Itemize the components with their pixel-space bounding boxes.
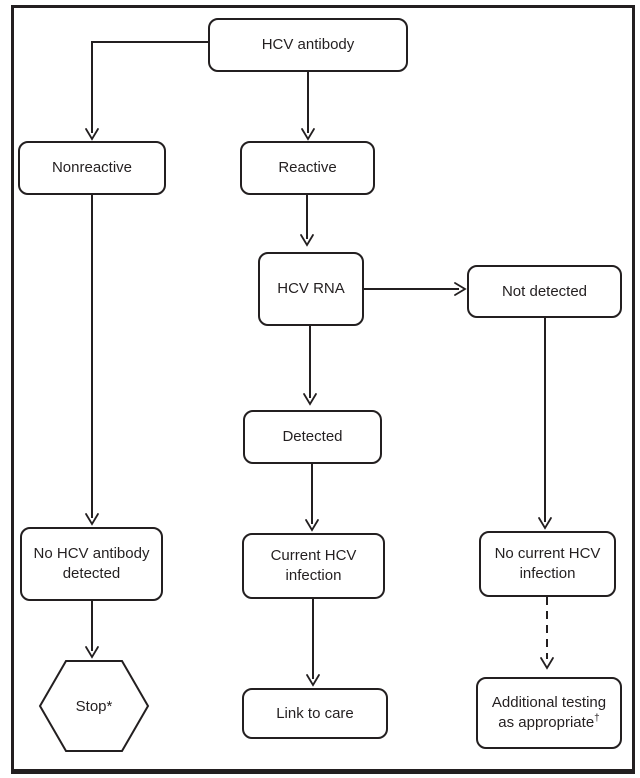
node-not-detected: Not detected (467, 265, 622, 318)
node-link-to-care: Link to care (242, 688, 388, 739)
node-hcv-antibody: HCV antibody (208, 18, 408, 72)
arrowhead-antibody-to-nonreactive (85, 128, 99, 141)
node-no-hcv-antibody-line1: No HCV antibody (33, 545, 150, 562)
arrowhead-rna-to-detected (303, 393, 317, 406)
node-detected: Detected (243, 410, 382, 464)
node-hcv-rna: HCV RNA (258, 252, 364, 326)
node-no-current-hcv-infection-label: No current HCV infection (495, 544, 601, 584)
arrow-antibody-to-nonreactive (91, 41, 208, 133)
arrowhead-reactive-to-rna (300, 234, 314, 247)
arrowhead-notdetected-to-nocurrent (538, 517, 552, 530)
arrowhead-antibody-to-reactive (301, 128, 315, 141)
node-additional-testing-label: Additional testing as appropriate† (492, 693, 606, 733)
node-current-hcv-infection-line2: infection (285, 567, 342, 584)
arrowhead-noantibody-to-stop (85, 646, 99, 659)
node-no-current-hcv-infection-line1: No current HCV (494, 545, 601, 562)
arrowhead-nonreactive-to-noantibody (85, 513, 99, 526)
node-hcv-rna-label: HCV RNA (277, 280, 345, 297)
node-no-hcv-antibody-line2: detected (62, 565, 121, 582)
stop-hexagon (38, 660, 150, 752)
node-not-detected-label: Not detected (501, 282, 588, 300)
node-current-hcv-infection-line1: Current HCV (270, 547, 357, 564)
figure-border (11, 5, 635, 774)
node-current-hcv-infection: Current HCV infection (242, 533, 385, 599)
arrowhead-current-to-link (306, 674, 320, 687)
node-stop: Stop* (40, 661, 148, 751)
node-reactive: Reactive (240, 141, 375, 195)
node-reactive-label: Reactive (278, 159, 337, 176)
node-current-hcv-infection-label: Current HCV infection (271, 546, 357, 586)
node-stop-label: Stop* (75, 697, 113, 715)
node-additional-testing-line2: as appropriate (498, 714, 595, 731)
node-additional-testing: Additional testing as appropriate† (476, 677, 622, 749)
arrowhead-detected-to-current (305, 519, 319, 532)
arrowhead-nocurrent-to-additional (540, 657, 554, 670)
node-nonreactive-label: Nonreactive (51, 159, 133, 176)
node-no-hcv-antibody-detected-label: No HCV antibody detected (34, 544, 150, 584)
node-link-to-care-label: Link to care (276, 704, 354, 722)
node-additional-testing-dagger: † (594, 713, 600, 724)
node-nonreactive: Nonreactive (18, 141, 166, 195)
node-no-current-hcv-infection: No current HCV infection (479, 531, 616, 597)
node-no-hcv-antibody-detected: No HCV antibody detected (20, 527, 163, 601)
node-detected-label: Detected (282, 428, 343, 445)
node-additional-testing-line1: Additional testing (491, 694, 607, 711)
node-hcv-antibody-label: HCV antibody (261, 36, 355, 53)
arrowhead-rna-to-notdetected (454, 282, 467, 296)
node-no-current-hcv-infection-line2: infection (519, 565, 576, 582)
